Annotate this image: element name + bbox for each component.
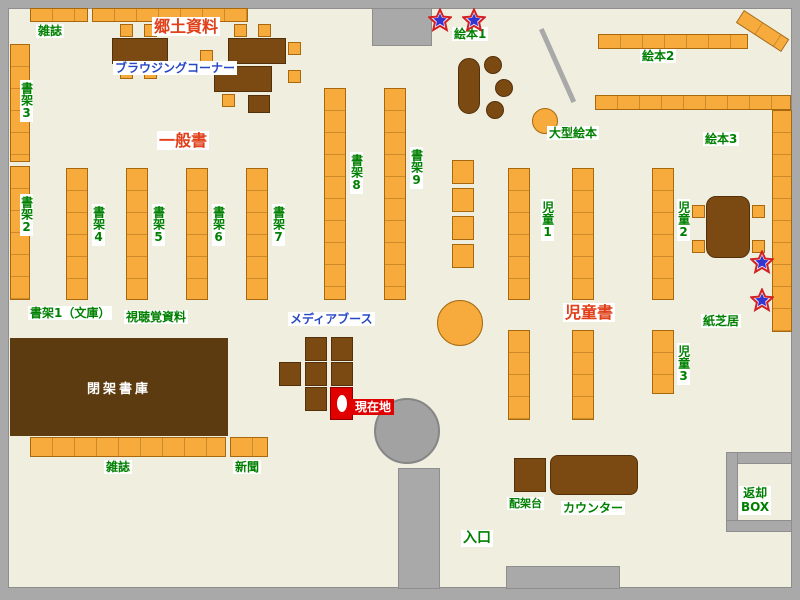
browsing-table (112, 38, 168, 64)
chair (692, 205, 705, 218)
browsing-side-table (248, 95, 270, 113)
label-kamishibai: 紙芝居 (701, 314, 742, 329)
wall-returnbox-bottom (726, 520, 792, 532)
bookshelf-children-lower-b (572, 330, 594, 420)
label-large-picture-books: 大型絵本 (547, 126, 600, 141)
chair (258, 24, 271, 37)
reading-table (458, 58, 480, 114)
browsing-table (228, 38, 286, 64)
closed-stacks-room: 閉架書庫 (10, 338, 228, 436)
low-shelf-unit (452, 188, 474, 212)
label-entrance: 入口 (461, 530, 493, 547)
label-local-materials: 郷土資料 (152, 17, 221, 37)
wall-entrance-left (398, 468, 440, 589)
label-shelf3: 書架3 (19, 80, 34, 122)
star-icon (750, 250, 774, 274)
chair (692, 240, 705, 253)
label-shelf6: 書架6 (211, 204, 226, 246)
wall-top-protrusion (372, 8, 432, 46)
label-general-books: 一般書 (157, 131, 210, 151)
label-magazines-bottom: 雑誌 (104, 460, 133, 475)
label-shelf9: 書架9 (409, 147, 424, 189)
bookshelf-8 (324, 88, 346, 300)
current-location-booth (330, 387, 353, 420)
label-browsing-corner: ブラウジングコーナー (113, 61, 238, 76)
bookshelf-children-2 (652, 168, 674, 300)
label-newspapers: 新聞 (233, 460, 262, 475)
label-shelf2: 書架2 (19, 194, 34, 236)
chair (222, 94, 235, 107)
round-display-table (437, 300, 483, 346)
stool (495, 79, 513, 97)
low-shelf-unit (452, 216, 474, 240)
chair (288, 42, 301, 55)
bookshelf-magazines-bottom (30, 437, 226, 457)
sorting-stand (514, 458, 546, 492)
current-location-marker: 現在地 (352, 399, 395, 416)
star-icon (428, 8, 452, 32)
closed-stacks-label: 閉架書庫 (86, 381, 151, 397)
label-shelf8: 書架8 (349, 152, 364, 194)
bookshelf-children-3 (652, 330, 674, 394)
wall-entrance-right (506, 566, 620, 589)
bookshelf-newspapers (230, 437, 268, 457)
media-booth-carrel (305, 362, 327, 386)
stool (486, 101, 504, 119)
label-media-booth: メディアブース (288, 312, 375, 327)
bookshelf-7 (246, 168, 268, 300)
bookshelf-5 (126, 168, 148, 300)
label-shelf5: 書架5 (151, 204, 166, 246)
low-shelf-unit (452, 244, 474, 268)
label-shelf1-bunko: 書架1（文庫） (28, 306, 113, 321)
label-shelf7: 書架7 (271, 204, 286, 246)
media-booth-carrel (331, 337, 353, 361)
chair (234, 24, 247, 37)
label-shelf4: 書架4 (91, 204, 106, 246)
bookshelf-4 (66, 168, 88, 300)
chair (120, 24, 133, 37)
label-sorting-stand: 配架台 (507, 497, 544, 511)
bookshelf-9 (384, 88, 406, 300)
bookshelf-right-wall (772, 110, 792, 332)
children-reading-table (706, 196, 750, 258)
star-icon (462, 8, 486, 32)
label-children1: 児童1 (540, 199, 555, 241)
label-counter: カウンター (561, 501, 626, 516)
bookshelf-picture-books-long (595, 95, 791, 110)
low-shelf-unit (452, 160, 474, 184)
label-children2: 児童2 (676, 199, 691, 241)
media-booth-carrel (305, 387, 327, 411)
media-booth-carrel (279, 362, 301, 386)
bookshelf-children-1 (508, 168, 530, 300)
star-icon (750, 288, 774, 312)
pillar (374, 398, 440, 464)
current-location-dot (336, 395, 347, 412)
media-booth-carrel (305, 337, 327, 361)
label-magazines-top: 雑誌 (36, 24, 65, 39)
stool (484, 56, 502, 74)
bookshelf-children-mid (572, 168, 594, 300)
bookshelf-picture-books-2 (598, 34, 748, 49)
service-counter (550, 455, 638, 495)
media-booth-carrel (331, 362, 353, 386)
chair (752, 205, 765, 218)
bookshelf-children-lower-a (508, 330, 530, 420)
chair (288, 70, 301, 83)
label-audiovisual: 視聴覚資料 (124, 310, 189, 325)
label-picture-books1: 絵本1 (452, 27, 489, 42)
bookshelf-magazines-top (30, 8, 88, 22)
label-return-box: 返却 BOX (739, 486, 772, 515)
label-picture-books2: 絵本2 (640, 49, 677, 64)
label-picture-books3: 絵本3 (703, 132, 740, 147)
label-children3: 児童3 (676, 343, 691, 385)
label-children-books: 児童書 (563, 303, 616, 323)
bookshelf-6 (186, 168, 208, 300)
